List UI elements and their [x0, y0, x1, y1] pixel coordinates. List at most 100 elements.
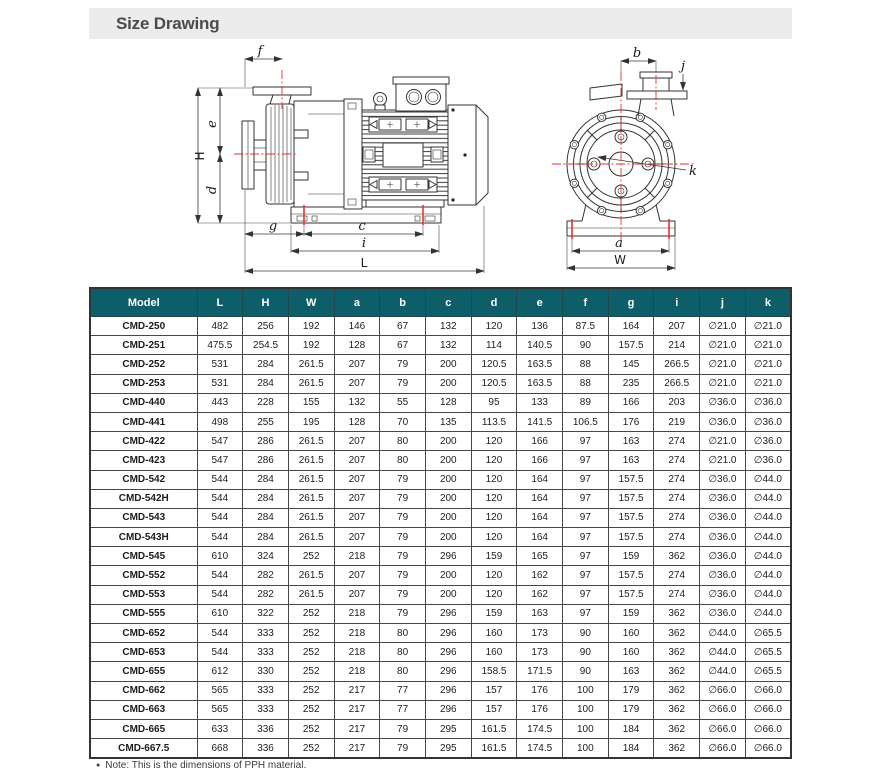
value-cell: 128	[333, 411, 381, 433]
value-cell: 544	[196, 584, 244, 605]
value-cell: 97	[562, 527, 609, 548]
value-cell: ∅21.0	[744, 373, 792, 394]
column-header-model: Model	[89, 287, 198, 317]
value-cell: 296	[424, 603, 472, 625]
value-cell: 164	[607, 315, 655, 337]
value-cell: 296	[424, 699, 472, 720]
value-cell: 88	[562, 373, 609, 394]
value-cell: 87.5	[562, 315, 609, 337]
value-cell: 97	[562, 584, 609, 605]
value-cell: 284	[242, 373, 289, 394]
value-cell: 132	[333, 392, 381, 413]
value-cell: 261.5	[287, 469, 335, 490]
value-cell: 565	[196, 699, 244, 720]
value-cell: 200	[424, 584, 472, 605]
value-cell: 547	[196, 431, 244, 452]
value-cell: 252	[287, 642, 335, 663]
value-cell: 157	[470, 680, 518, 701]
value-cell: 97	[562, 546, 609, 567]
section-header: Size Drawing	[89, 8, 792, 39]
value-cell: ∅21.0	[699, 315, 746, 337]
value-cell: 362	[653, 699, 701, 720]
value-cell: 498	[196, 411, 244, 433]
value-cell: 565	[196, 680, 244, 701]
value-cell: 330	[242, 661, 289, 682]
model-cell: CMD-250	[89, 315, 198, 337]
value-cell: 544	[196, 469, 244, 490]
value-cell: 159	[470, 546, 518, 567]
value-cell: 296	[424, 661, 472, 682]
value-cell: 140.5	[516, 335, 563, 356]
value-cell: 203	[653, 392, 701, 413]
value-cell: 282	[242, 584, 289, 605]
value-cell: ∅36.0	[699, 488, 746, 509]
value-cell: ∅36.0	[699, 507, 746, 529]
value-cell: 155	[287, 392, 335, 413]
value-cell: 274	[653, 584, 701, 605]
value-cell: 128	[333, 335, 381, 356]
value-cell: 120	[470, 488, 518, 509]
value-cell: 200	[424, 450, 472, 471]
value-cell: 284	[242, 507, 289, 529]
model-cell: CMD-542	[89, 469, 198, 490]
value-cell: 90	[562, 622, 609, 644]
dim-label-b: b	[633, 46, 641, 61]
value-cell: 274	[653, 469, 701, 490]
value-cell: 544	[196, 488, 244, 509]
model-cell: CMD-423	[89, 450, 198, 471]
value-cell: 79	[379, 373, 426, 394]
note-bullet-icon: ●	[96, 761, 101, 769]
model-cell: CMD-655	[89, 661, 198, 682]
value-cell: ∅36.0	[744, 450, 792, 471]
value-cell: ∅44.0	[744, 488, 792, 509]
value-cell: ∅44.0	[699, 661, 746, 682]
value-cell: 254.5	[242, 335, 289, 356]
value-cell: 163.5	[516, 373, 563, 394]
value-cell: ∅44.0	[744, 527, 792, 548]
value-cell: 274	[653, 450, 701, 471]
model-cell: CMD-543	[89, 507, 198, 529]
value-cell: 261.5	[287, 450, 335, 471]
value-cell: ∅21.0	[744, 335, 792, 356]
value-cell: 90	[562, 661, 609, 682]
value-cell: 200	[424, 565, 472, 586]
value-cell: 79	[379, 584, 426, 605]
value-cell: 252	[287, 622, 335, 644]
page-title: Size Drawing	[116, 13, 220, 33]
value-cell: 218	[333, 603, 381, 625]
value-cell: ∅44.0	[744, 469, 792, 490]
value-cell: 296	[424, 642, 472, 663]
value-cell: 475.5	[196, 335, 244, 356]
value-cell: 67	[379, 315, 426, 337]
value-cell: ∅36.0	[744, 392, 792, 413]
value-cell: 282	[242, 565, 289, 586]
value-cell: 547	[196, 450, 244, 471]
value-cell: 70	[379, 411, 426, 433]
value-cell: 88	[562, 354, 609, 375]
value-cell: 165	[516, 546, 563, 567]
value-cell: 274	[653, 527, 701, 548]
value-cell: 173	[516, 622, 563, 644]
value-cell: 218	[333, 546, 381, 567]
value-cell: 89	[562, 392, 609, 413]
note-text: Note: This is the dimensions of PPH mate…	[105, 760, 307, 771]
value-cell: 544	[196, 507, 244, 529]
model-cell: CMD-252	[89, 354, 198, 375]
value-cell: 261.5	[287, 431, 335, 452]
value-cell: 207	[333, 488, 381, 509]
model-cell: CMD-440	[89, 392, 198, 413]
pump-side-view-drawing: f H e d g c i L	[193, 44, 489, 274]
value-cell: 100	[562, 718, 609, 740]
value-cell: 157.5	[607, 335, 655, 356]
model-cell: CMD-663	[89, 699, 198, 720]
value-cell: 274	[653, 431, 701, 452]
value-cell: 207	[333, 565, 381, 586]
value-cell: ∅66.0	[699, 718, 746, 740]
value-cell: 159	[470, 603, 518, 625]
